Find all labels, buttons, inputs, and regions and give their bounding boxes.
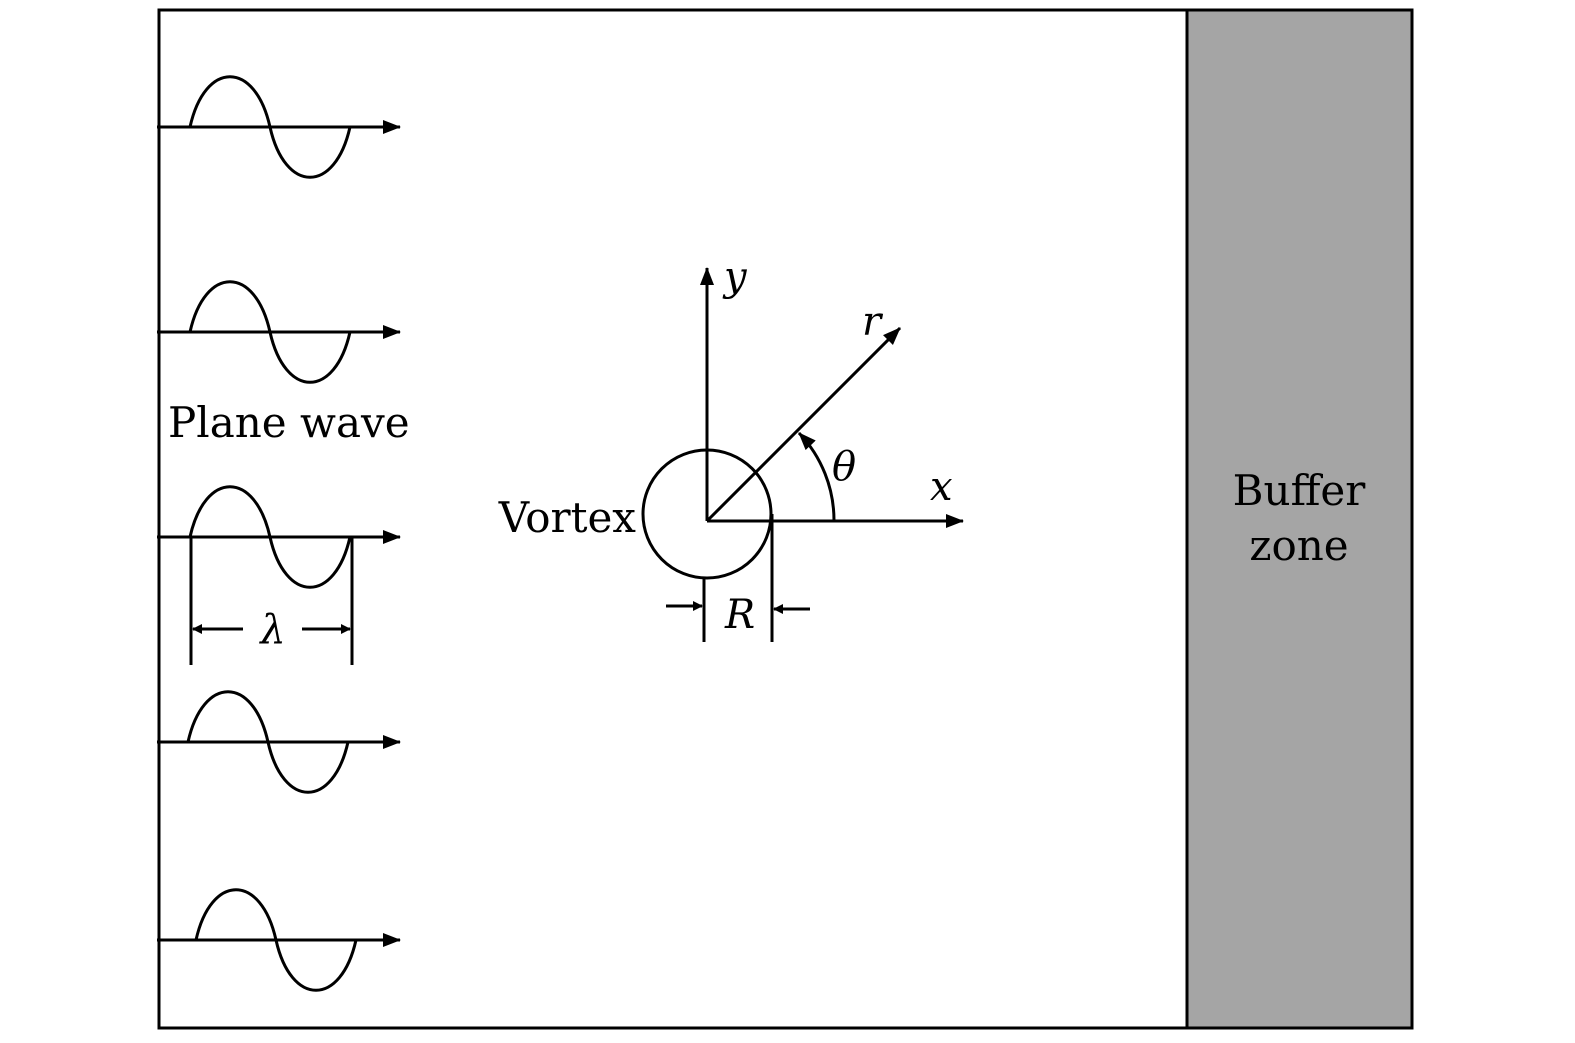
r-axis-label: r [862, 299, 884, 345]
domain-border [157, 8, 1414, 1030]
plane-wave-4 [157, 690, 401, 794]
radius-dimension: R [666, 514, 810, 642]
plane-wave-2 [157, 280, 401, 384]
vortex-label: Vortex [498, 493, 637, 542]
buffer-zone [1187, 10, 1412, 1028]
wavelength-label: λ [258, 607, 285, 653]
theta-label: θ [832, 444, 856, 490]
sine-wave-icon [188, 75, 352, 179]
sine-wave-icon [186, 690, 350, 794]
sine-wave-icon [188, 280, 352, 384]
y-axis-label: y [722, 254, 748, 300]
sine-wave-icon [194, 888, 358, 992]
plane-wave-label: Plane wave [168, 398, 410, 447]
plane-wave-1 [157, 75, 401, 179]
buffer-zone-label-line1: Buffer [1233, 466, 1367, 515]
plane-wave-5 [157, 888, 401, 992]
x-axis-label: x [930, 464, 953, 510]
r-axis-arrow [705, 326, 902, 523]
plane-wave-3 [157, 485, 401, 589]
radius-label: R [724, 592, 755, 638]
theta-arc [797, 431, 836, 522]
buffer-zone-label-line2: zone [1249, 521, 1348, 570]
sine-wave-icon [188, 485, 352, 589]
wavelength-dimension: λ [189, 537, 354, 665]
